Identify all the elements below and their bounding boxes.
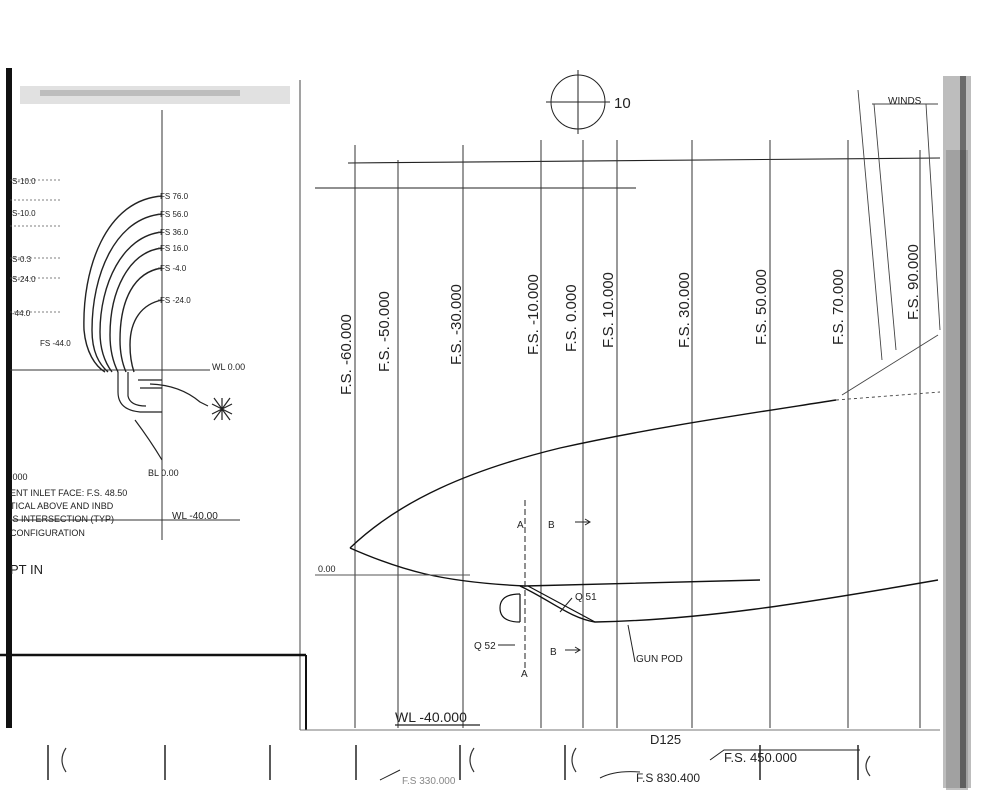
station-label: F.S. 70.000 [830,269,847,345]
wl-neg-40-label: WL -40.00 [172,511,218,522]
scan-noise [6,68,971,790]
fs-section-label: FS 76.0 [160,192,189,201]
windshield-label: WINDS [888,96,922,107]
callout-q51: Q 51 [575,592,597,603]
target-asterisk-icon [211,397,233,421]
section-b-bottom-label: B [550,647,557,658]
margin-label: S-10.0 [12,177,36,186]
station-label: F.S. -30.000 [448,284,465,365]
fs-section-label: FS 36.0 [160,228,189,237]
gun-pod-label: GUN POD [636,654,683,665]
margin-label: S-10.0 [12,209,36,218]
left-edge-border [6,68,12,728]
fs-450-label: F.S. 450.000 [724,750,797,765]
margin-label: S-24.0 [12,275,36,284]
note-line: CONFIGURATION [10,528,85,538]
note-heading: PT IN [10,562,43,577]
section-cut-lines [498,500,636,670]
section-a-top-label: A [517,520,524,531]
station-label: F.S. -60.000 [338,314,355,395]
fs-section-label: FS 16.0 [160,244,189,253]
station-label: F.S. -10.000 [525,274,542,355]
main-side-view: 10 F.S. - [315,70,941,787]
callout-q52: Q 52 [474,641,496,652]
fs-section-label: FS 56.0 [160,210,189,219]
note-line: ENT INLET FACE: F.S. 48.50 [10,488,127,498]
dimension-d125: D125 [650,732,681,747]
fs-830-label: F.S 830.400 [636,771,700,785]
wl-bottom-label: WL -40.000 [395,709,467,725]
station-label: F.S. 10.000 [600,272,617,348]
station-label: F.S. 0.000 [563,284,580,352]
bl-zero-label: BL 0.00 [148,468,179,478]
windshield-lines [835,89,941,401]
station-label: F.S. 90.000 [905,244,922,320]
scale-marker-label: 10 [614,95,631,112]
gun-pod-outline [499,585,596,623]
section-b-top-label: B [548,520,555,531]
bottom-ticks [47,745,859,780]
wl-left-value: 0.00 [318,564,336,574]
margin-label: -44.0 [12,309,31,318]
fs-section-label: FS -44.0 [40,339,71,348]
station-label: F.S. -50.000 [376,291,393,372]
left-cross-section-view [10,110,240,540]
fs-section-label: FS -24.0 [160,296,191,305]
scale-circle-icon [546,70,610,134]
station-lines [354,140,921,728]
sheet-borders [0,80,940,731]
note-line: IS INTERSECTION (TYP) [10,514,114,524]
section-a-bottom-label: A [521,669,528,680]
fs-partial-label: F.S 330.000 [402,776,456,787]
wl-zero-label: WL 0.00 [212,362,245,372]
fuselage-profile [315,399,939,623]
fs-section-label: FS -4.0 [160,264,187,273]
station-label: F.S. 50.000 [753,269,770,345]
note-line: TICAL ABOVE AND INBD [10,501,114,511]
margin-label: S-0.3 [12,255,32,264]
note-line: .000 [10,472,28,482]
station-label: F.S. 30.000 [676,272,693,348]
